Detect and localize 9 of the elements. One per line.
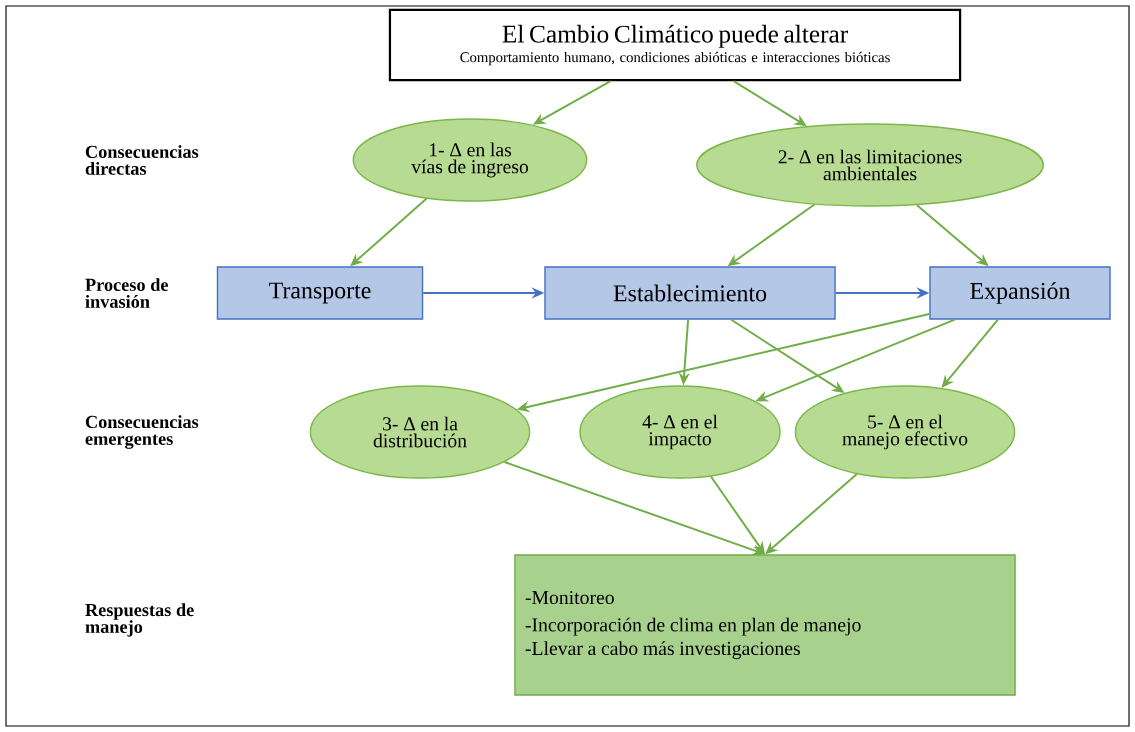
row-label: Consecuencias directas [85, 145, 199, 175]
row-label: Respuestas de manejo [85, 603, 194, 637]
response-box: -Monitoreo -Incorporación de clima en plan de manejo -Llevar a cabo más investigaciones [514, 554, 1016, 696]
process-box: Establecimiento [544, 266, 836, 320]
process-box: Expansión [929, 266, 1111, 320]
process-box: Transporte [216, 266, 424, 320]
row-label: Proceso de invasión [85, 278, 169, 308]
row-label: Consecuencias emergentes [85, 415, 199, 449]
title-box: El Cambio Climático puede alterar Comportamiento humano, condiciones abióticas e interacciones bióticas [388, 8, 962, 82]
